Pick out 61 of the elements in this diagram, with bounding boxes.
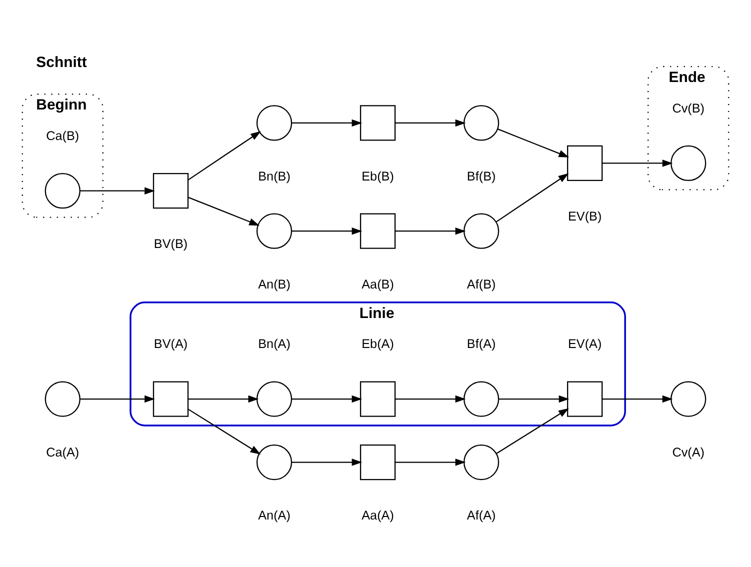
arrow bbox=[292, 458, 362, 466]
arrow bbox=[496, 408, 569, 454]
node-label: EV(A) bbox=[568, 336, 602, 351]
arrow bbox=[292, 226, 362, 234]
arrow bbox=[602, 159, 673, 166]
node-box bbox=[567, 144, 603, 181]
node-box bbox=[360, 380, 396, 416]
arrow bbox=[292, 118, 362, 126]
arrow bbox=[188, 130, 261, 180]
arrow bbox=[602, 394, 673, 402]
node-box bbox=[152, 172, 189, 208]
node-label: Eb(A) bbox=[362, 336, 394, 351]
node-circle bbox=[670, 144, 706, 181]
arrow bbox=[498, 128, 570, 157]
arrow bbox=[80, 186, 155, 194]
node-label: Af(A) bbox=[466, 508, 496, 522]
label: Schnitt bbox=[36, 54, 87, 71]
node-circle bbox=[44, 172, 80, 208]
node-circle bbox=[464, 444, 500, 480]
node-label: Eb(B) bbox=[362, 168, 394, 183]
node-label: Cv(B) bbox=[672, 100, 705, 115]
node-label: Cv(A) bbox=[672, 444, 705, 459]
arrow bbox=[188, 408, 261, 454]
node-label: Bf(B) bbox=[466, 168, 496, 183]
node-label: Bn(B) bbox=[258, 168, 290, 183]
node-circle bbox=[464, 212, 500, 248]
node-label: An(A) bbox=[258, 508, 290, 522]
node-label: Bf(A) bbox=[466, 336, 496, 351]
node-label: BV(A) bbox=[154, 336, 188, 351]
arrow bbox=[395, 458, 466, 466]
node-label: Aa(B) bbox=[362, 276, 394, 291]
node-label: An(B) bbox=[258, 276, 290, 291]
node-circle bbox=[464, 104, 500, 140]
node-box bbox=[360, 444, 396, 480]
node-box bbox=[567, 380, 603, 416]
node-circle bbox=[256, 104, 292, 140]
arrow bbox=[188, 196, 260, 226]
arrow bbox=[395, 394, 466, 402]
node-label: Ca(B) bbox=[46, 128, 80, 142]
arrow bbox=[188, 394, 259, 402]
node-circle bbox=[256, 212, 292, 248]
node-label: EV(B) bbox=[568, 209, 602, 224]
node-box bbox=[360, 104, 396, 140]
node-label: Af(B) bbox=[466, 276, 496, 291]
node-circle bbox=[464, 380, 500, 416]
node-circle bbox=[256, 380, 292, 416]
arrow bbox=[496, 172, 569, 222]
node-circle bbox=[44, 380, 80, 416]
node-box bbox=[360, 212, 396, 248]
node-box bbox=[152, 380, 189, 416]
node-circle bbox=[256, 444, 292, 480]
arrow bbox=[292, 394, 362, 402]
node-label: Aa(A) bbox=[362, 508, 394, 522]
arrow bbox=[498, 394, 570, 402]
node-label: Ca(A) bbox=[46, 444, 80, 459]
node-label: BV(B) bbox=[154, 236, 188, 251]
arrow bbox=[80, 394, 155, 402]
node-circle bbox=[670, 380, 706, 416]
arrow bbox=[395, 118, 466, 126]
arrow bbox=[395, 226, 466, 234]
node-label: Bn(A) bbox=[258, 336, 290, 351]
